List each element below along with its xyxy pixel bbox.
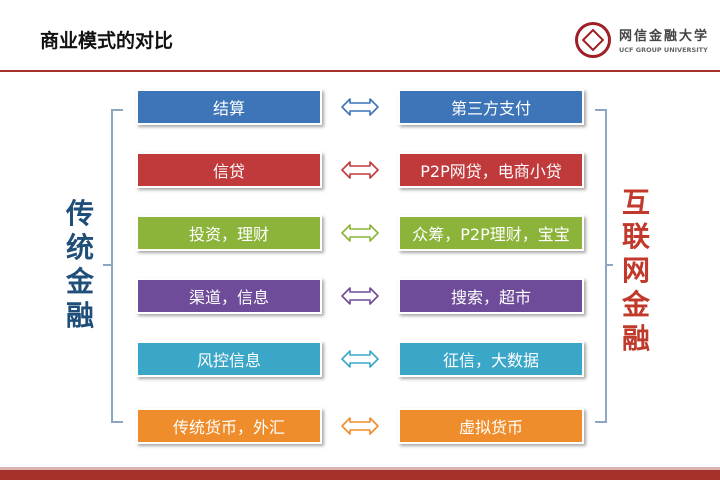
double-arrow-icon: [341, 287, 379, 305]
footer-shadow: [0, 467, 720, 470]
double-arrow-icon: [341, 98, 379, 116]
double-arrow-icon: [341, 350, 379, 368]
seal-icon: [575, 22, 611, 58]
traditional-item-box: 风控信息: [136, 341, 322, 377]
comparison-row: 信贷 P2P网贷，电商小贷: [0, 152, 720, 188]
traditional-item-box: 投资，理财: [136, 215, 322, 251]
header-divider: [0, 70, 720, 72]
comparison-row: 投资，理财 众筹，P2P理财，宝宝: [0, 215, 720, 251]
traditional-finance-label: 传统金融: [65, 197, 94, 332]
internet-item-box: P2P网贷，电商小贷: [398, 152, 584, 188]
internet-item-box: 搜索，超市: [398, 278, 584, 314]
traditional-item-box: 传统货币，外汇: [136, 408, 322, 444]
traditional-item-box: 渠道，信息: [136, 278, 322, 314]
traditional-item-box: 信贷: [136, 152, 322, 188]
logo-subtitle: UCF GROUP UNIVERSITY: [619, 46, 708, 54]
left-bracket: [111, 109, 123, 423]
left-bracket-tip: [103, 264, 111, 266]
traditional-item-box: 结算: [136, 89, 322, 125]
right-bracket-tip: [605, 264, 613, 266]
page-title: 商业模式的对比: [40, 30, 174, 52]
right-bracket: [595, 109, 607, 423]
internet-finance-label: 互联网金融: [621, 186, 650, 355]
double-arrow-icon: [341, 224, 379, 242]
internet-item-box: 众筹，P2P理财，宝宝: [398, 215, 584, 251]
logo-name: 网信金融大学: [619, 29, 710, 44]
internet-item-box: 征信，大数据: [398, 341, 584, 377]
double-arrow-icon: [341, 417, 379, 435]
footer-bar: [0, 470, 720, 480]
comparison-row: 传统货币，外汇 虚拟货币: [0, 408, 720, 444]
double-arrow-icon: [341, 161, 379, 179]
comparison-row: 风控信息 征信，大数据: [0, 341, 720, 377]
internet-item-box: 第三方支付: [398, 89, 584, 125]
university-logo: 网信金融大学 UCF GROUP UNIVERSITY: [575, 22, 715, 62]
comparison-row: 结算 第三方支付: [0, 89, 720, 125]
comparison-row: 渠道，信息 搜索，超市: [0, 278, 720, 314]
internet-item-box: 虚拟货币: [398, 408, 584, 444]
